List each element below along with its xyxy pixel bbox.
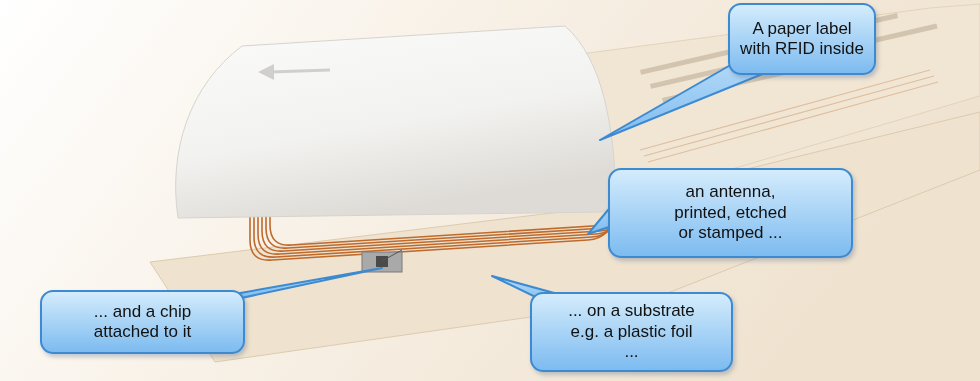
callout-bubble: A paper label with RFID inside	[728, 3, 876, 75]
callout-text: ... and a chip attached to it	[66, 302, 219, 343]
callout-bubble: ... on a substrate e.g. a plastic foil .…	[530, 292, 733, 372]
callout-bubble: ... and a chip attached to it	[40, 290, 245, 354]
printed-marks	[640, 13, 938, 103]
callout-text: an antenna, printed, etched or stamped .…	[670, 182, 791, 243]
callout-bubble: an antenna, printed, etched or stamped .…	[608, 168, 853, 258]
peel-arrow	[258, 64, 330, 80]
peeled-paper-flap	[176, 26, 616, 218]
callout-text: A paper label with RFID inside	[738, 19, 866, 60]
callout-text: ... on a substrate e.g. a plastic foil .…	[562, 301, 701, 362]
